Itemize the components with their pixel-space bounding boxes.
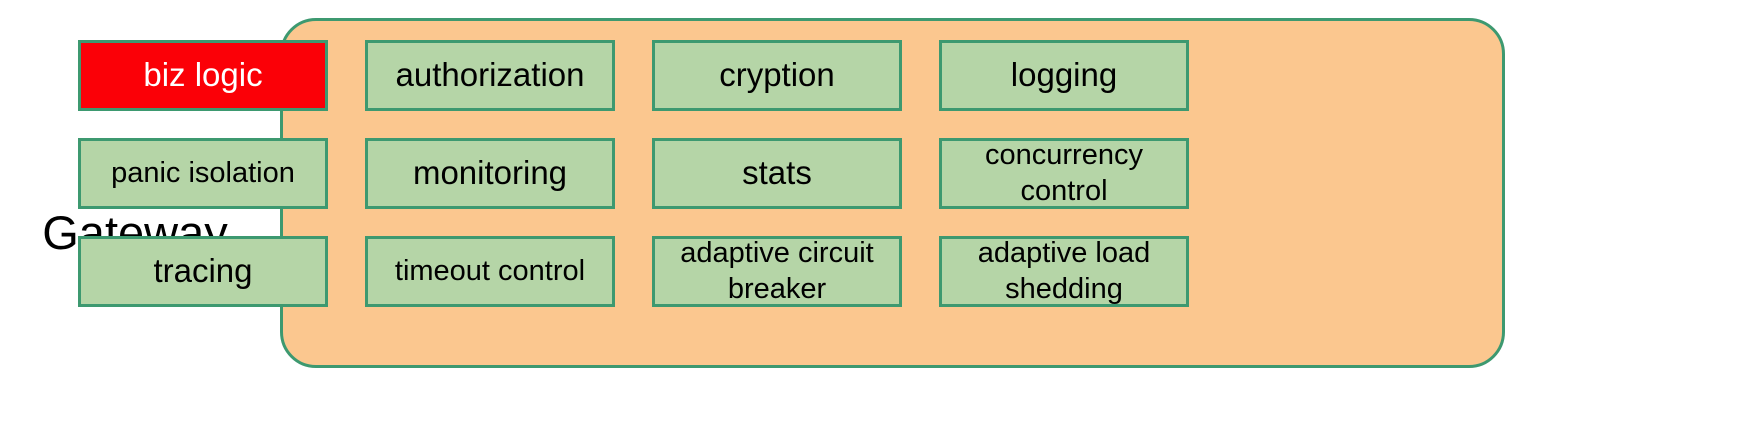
module-box-concurrency-control[interactable]: concurrency control: [939, 138, 1189, 209]
module-box-panic-isolation[interactable]: panic isolation: [78, 138, 328, 209]
module-grid: biz logic authorization cryption logging pan…: [78, 40, 1189, 307]
module-box-tracing[interactable]: tracing: [78, 236, 328, 307]
module-box-biz-logic[interactable]: biz logic: [78, 40, 328, 111]
module-box-logging[interactable]: logging: [939, 40, 1189, 111]
module-box-adaptive-circuit-breaker[interactable]: adaptive circuit breaker: [652, 236, 902, 307]
module-box-timeout-control[interactable]: timeout control: [365, 236, 615, 307]
module-box-adaptive-load-shedding[interactable]: adaptive load shedding: [939, 236, 1189, 307]
module-box-cryption[interactable]: cryption: [652, 40, 902, 111]
module-box-monitoring[interactable]: monitoring: [365, 138, 615, 209]
module-box-stats[interactable]: stats: [652, 138, 902, 209]
module-box-authorization[interactable]: authorization: [365, 40, 615, 111]
